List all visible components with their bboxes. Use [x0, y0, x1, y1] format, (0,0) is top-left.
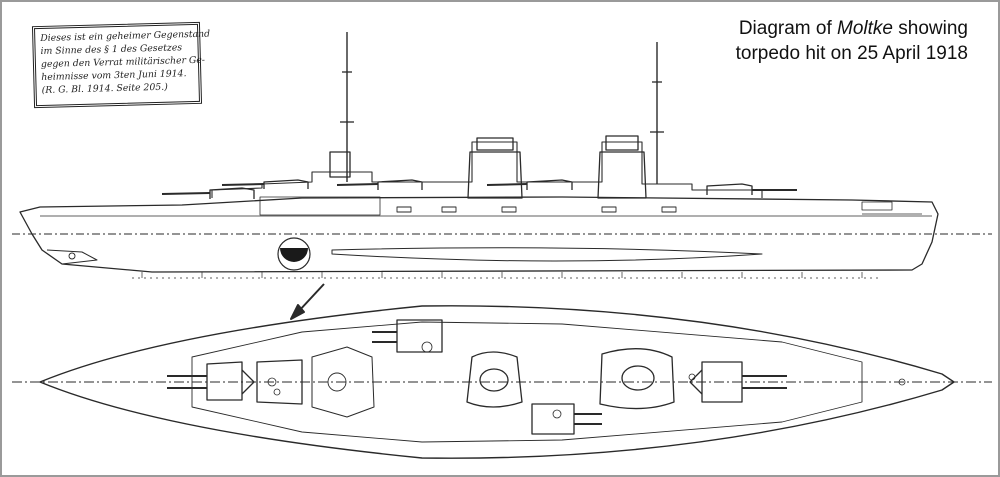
diagram-caption: Diagram of Moltke showing torpedo hit on…: [736, 16, 968, 66]
turrets-plan: [167, 319, 787, 435]
hull-side: [19, 196, 939, 273]
masts: [329, 32, 664, 184]
ship-name: Moltke: [837, 18, 893, 39]
secrecy-stamp: Dieses ist ein geheimer Gegenstand im Si…: [31, 21, 210, 109]
hull-plan: [39, 305, 955, 459]
hit-arrow: [290, 283, 325, 320]
caption-suffix: showing: [893, 18, 968, 39]
funnels-plan: [466, 348, 675, 410]
turrets-side: [161, 179, 797, 199]
funnels-side: [467, 135, 647, 199]
stamp-line: (R. G. Bl. 1914. Seite 205.): [41, 81, 168, 96]
torpedo-hit-marker: [277, 237, 311, 271]
caption-line-1: Diagram of Moltke showing: [736, 16, 968, 41]
side-elevation: [12, 32, 992, 279]
caption-prefix: Diagram of: [738, 18, 838, 39]
plan-view: [12, 305, 992, 459]
caption-line-2: torpedo hit on 25 April 1918: [735, 43, 968, 64]
